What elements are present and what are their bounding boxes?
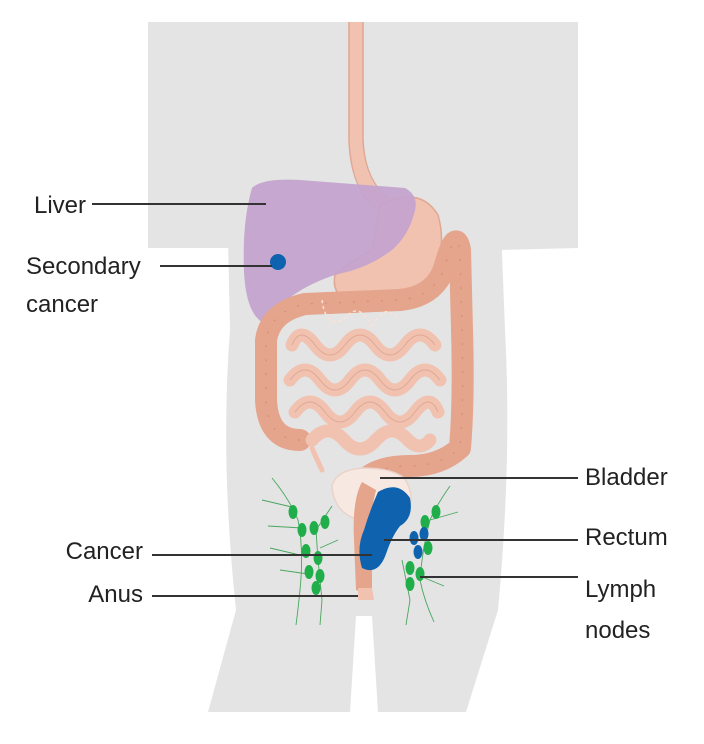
lymph-node (420, 515, 430, 529)
lymph-nodes-right (405, 505, 441, 591)
label-rectum: Rectum (585, 524, 668, 551)
rectal-cancer-tumour (359, 487, 411, 571)
lymph-node (405, 561, 415, 575)
lymph-node (304, 565, 314, 579)
leader-lines (92, 203, 578, 597)
colon (255, 230, 474, 493)
label-secondary-cancer-line2: cancer (26, 291, 98, 318)
lymph-node (288, 505, 298, 519)
lymph-node (405, 577, 415, 591)
lymph-node-cancerous (413, 545, 423, 559)
secondary-cancer-spot (270, 254, 286, 270)
lymph-node (423, 541, 433, 555)
label-liver: Liver (34, 192, 86, 219)
liver (243, 179, 416, 322)
lymph-node (311, 581, 321, 595)
transverse-colon-hidden (321, 299, 399, 330)
label-secondary-cancer-line1: Secondary (26, 253, 141, 280)
lymph-node-cancerous (419, 527, 429, 541)
anal-canal (358, 588, 374, 600)
lymph-node (297, 523, 307, 537)
label-lymph-nodes-line2: nodes (585, 617, 650, 644)
appendix (309, 445, 325, 473)
lymph-node (431, 505, 441, 519)
label-lymph-nodes-line1: Lymph (585, 576, 656, 603)
label-bladder: Bladder (585, 464, 668, 491)
small-intestine-outline (289, 334, 441, 423)
lymph-node (320, 515, 330, 529)
lymph-node-cancerous (409, 531, 419, 545)
lymph-node (313, 551, 323, 565)
lymph-node (309, 521, 319, 535)
label-anus: Anus (88, 581, 143, 608)
label-cancer: Cancer (66, 538, 143, 565)
lymph-node (315, 569, 325, 583)
lymph-node (415, 567, 425, 581)
